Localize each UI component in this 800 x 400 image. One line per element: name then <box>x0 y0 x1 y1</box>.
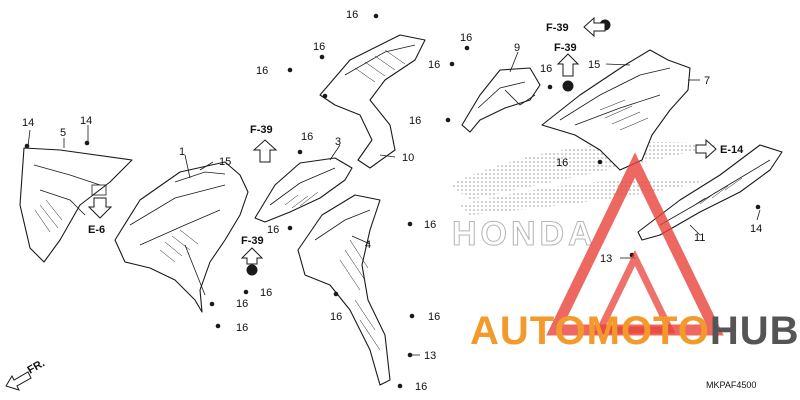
callout-16-8: 16 <box>301 131 313 143</box>
ref-e14-label: E-14 <box>720 144 744 156</box>
ref-f39-center: F-39 <box>250 124 278 163</box>
ref-f39-top: F-39 <box>546 16 606 38</box>
watermark-text-hub: HUB <box>709 309 800 353</box>
callout-14-right: 14 <box>750 223 762 235</box>
callout-16-2: 16 <box>313 41 325 53</box>
ref-f39-right-label: F-39 <box>554 42 577 54</box>
part-7-front-upper-cowl <box>541 49 691 171</box>
ref-f39-lower: F-39 <box>240 235 264 265</box>
callout-14-left: 14 <box>22 117 34 129</box>
watermark-logo: AUTOMOTOHUB <box>470 311 800 351</box>
part-callouts: 1 3 4 5 7 9 10 11 13 13 14 14 14 15 15 <box>22 42 762 362</box>
part-4-inner-panel <box>297 194 391 386</box>
callout-13-lower: 13 <box>424 350 436 362</box>
callout-16-10: 16 <box>267 224 279 236</box>
callout-7: 7 <box>704 75 710 87</box>
ref-e6-label: E-6 <box>88 224 105 236</box>
callout-16-11: 16 <box>424 219 436 231</box>
front-label: FR. <box>26 357 47 376</box>
part-1-side-cowl <box>114 161 249 313</box>
part-10-upper-inner-cowl <box>319 34 426 169</box>
fasteners <box>24 13 761 389</box>
callout-16-9: 16 <box>556 157 568 169</box>
callout-3: 3 <box>335 136 341 148</box>
callout-16-7: 16 <box>409 115 421 127</box>
watermark-text-auto: AUTO <box>470 309 587 353</box>
bolt-callouts: 16 16 16 16 16 16 16 16 16 16 16 16 16 1… <box>236 9 568 393</box>
ref-f39-top-label: F-39 <box>546 22 569 34</box>
callout-14-mid: 14 <box>80 115 92 127</box>
callout-16-1: 16 <box>346 9 358 21</box>
callout-5: 5 <box>60 127 66 139</box>
callout-16-3: 16 <box>256 65 268 77</box>
callout-16-16: 16 <box>428 311 440 323</box>
callout-1: 1 <box>179 146 185 158</box>
ref-f39-lower-label: F-39 <box>241 235 264 247</box>
leader-lines <box>27 51 761 356</box>
callout-10: 10 <box>402 152 414 164</box>
callout-16-17: 16 <box>415 381 427 393</box>
callout-16-5: 16 <box>428 59 440 71</box>
triangle-watermark <box>546 152 724 336</box>
diagram-code: MKPAF4500 <box>706 380 757 390</box>
callout-15-right: 15 <box>588 59 600 71</box>
callout-9: 9 <box>514 42 520 54</box>
part-5-side-cover <box>19 147 133 263</box>
ref-f39-center-label: F-39 <box>250 124 273 136</box>
honda-wing-watermark: HONDA <box>450 141 720 254</box>
callout-16-12: 16 <box>260 287 272 299</box>
part-3-middle-cowl <box>254 157 353 223</box>
callout-16-15: 16 <box>330 311 342 323</box>
callout-11: 11 <box>694 232 705 244</box>
ref-e6: E-6 <box>87 197 113 236</box>
front-direction-arrow: FR. <box>5 357 47 391</box>
part-11-lower-fin <box>637 144 783 241</box>
honda-watermark-text: HONDA <box>452 215 597 253</box>
callout-16-6: 16 <box>540 63 552 75</box>
watermark-text-moto: MOTO <box>586 309 710 353</box>
callout-16-14: 16 <box>236 322 248 334</box>
callout-16-4: 16 <box>460 32 472 44</box>
callout-15-left: 15 <box>219 156 231 168</box>
callout-4: 4 <box>365 239 371 251</box>
callout-13-right: 13 <box>600 253 612 265</box>
callout-16-13: 16 <box>236 298 248 310</box>
ref-f39-right: F-39 <box>554 42 580 77</box>
ref-e14: E-14 <box>695 138 744 160</box>
part-9-bracket <box>461 67 541 133</box>
